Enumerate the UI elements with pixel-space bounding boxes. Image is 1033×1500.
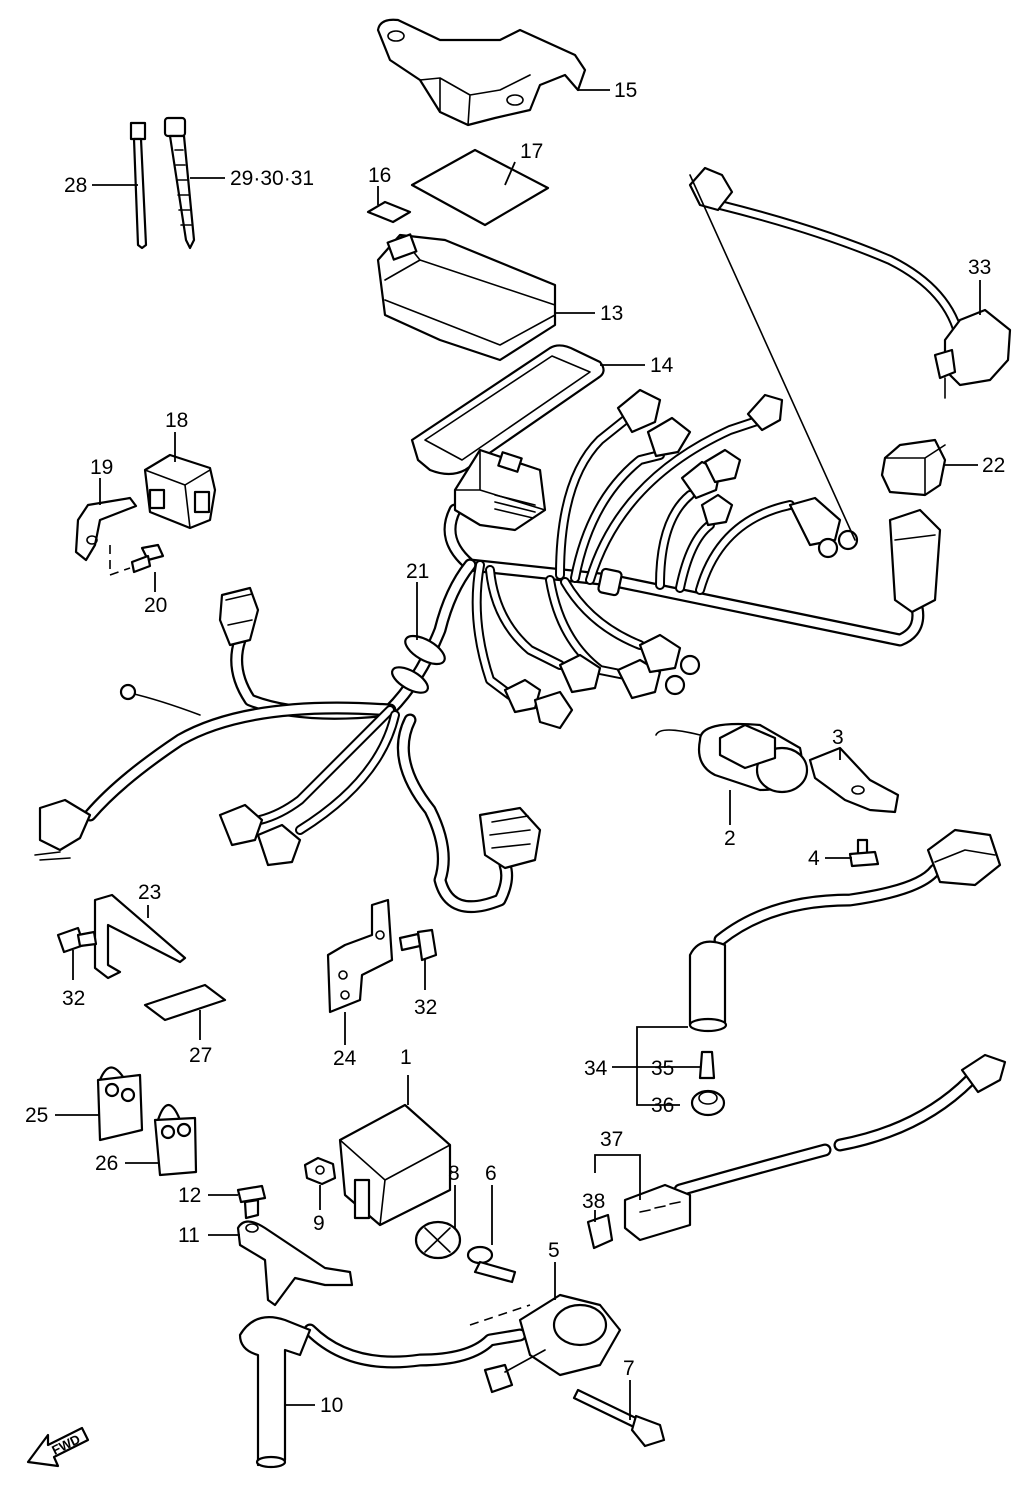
label-37: 37 [600,1128,623,1151]
label-23: 23 [138,881,161,904]
part-16-small-pad [366,200,412,224]
label-15: 15 [614,79,637,102]
part-27-pad [143,983,227,1022]
label-26: 26 [95,1152,118,1175]
label-19: 19 [90,456,113,479]
part-5-ignition-coil [303,1293,622,1394]
part-28-cable-tie [129,121,148,250]
part-25-connector [96,1066,144,1142]
label-29-30-31: 29·30·31 [230,167,314,190]
label-16: 16 [368,164,391,187]
label-28: 28 [64,174,87,197]
label-24: 24 [333,1047,357,1070]
label-14: 14 [650,354,674,377]
dash-20 [109,545,131,577]
label-33: 33 [968,256,991,279]
label-10: 10 [320,1394,343,1417]
part-14-rubber-strap [410,344,605,476]
label-8: 8 [448,1162,460,1185]
label-4: 4 [808,847,820,870]
part-4-screw [848,838,880,868]
label-17: 17 [520,140,543,163]
part-24-bracket [326,898,394,1014]
label-9: 9 [313,1212,325,1235]
label-35: 35 [651,1057,674,1080]
part-7-bolt [572,1388,666,1448]
label-12: 12 [178,1184,201,1207]
label-18: 18 [165,409,188,432]
part-11-bracket [236,1220,354,1307]
part-13-ecm-unit [376,233,557,362]
part-29-30-31-cable-tie [163,116,196,250]
label-3: 3 [832,726,844,749]
label-22: 22 [982,454,1005,477]
part-8-grommet [414,1220,462,1260]
label-20: 20 [144,594,167,617]
label-32-left: 32 [62,987,85,1010]
part-35-spring [698,1050,716,1080]
fwd-arrow-icon: FWD [26,1426,90,1468]
label-38: 38 [582,1190,605,1213]
label-36: 36 [651,1094,674,1117]
fwd-label: FWD [49,1431,82,1457]
leader-lines [55,89,981,1420]
part-21-main-harness [34,388,942,914]
part-38-fuse [586,1213,614,1250]
part-number-labels: 15 17 16 13 14 28 29·30·31 18 19 20 21 2… [25,79,1005,1417]
part-32-bolt-left [56,926,98,954]
label-11: 11 [178,1224,200,1247]
part-37-fuse-harness [623,1053,1007,1242]
label-5: 5 [548,1239,560,1262]
part-20-bolt [130,543,165,574]
part-3-bracket [808,746,900,814]
part-32-bolt-right [398,928,438,962]
leader-33-harness [689,174,856,541]
label-7: 7 [623,1357,635,1380]
part-19-clip [74,496,138,562]
part-36-grommet [690,1089,726,1117]
part-6-spacer [466,1245,517,1284]
dash-5 [469,1304,531,1326]
part-10-plug-cap [238,1316,312,1469]
part-17-pad [410,148,550,227]
part-18-relay [143,453,217,530]
part-9-nut [303,1156,337,1186]
part-26-connector [153,1103,198,1177]
label-34: 34 [584,1057,608,1080]
part-34-plug-cap-lead [688,828,1002,1033]
label-2: 2 [724,827,736,850]
part-1-regulator [338,1103,452,1227]
label-6: 6 [485,1162,497,1185]
part-22-connector-cap [880,438,947,497]
part-2-condenser [655,722,809,794]
label-13: 13 [600,302,623,325]
label-27: 27 [189,1044,212,1067]
part-12-bolt [236,1184,267,1220]
label-25: 25 [25,1104,48,1127]
part-23-bracket [93,893,187,980]
label-21: 21 [406,560,429,583]
label-32-right: 32 [414,996,437,1019]
label-1: 1 [400,1046,412,1069]
part-15-bracket [376,18,587,127]
